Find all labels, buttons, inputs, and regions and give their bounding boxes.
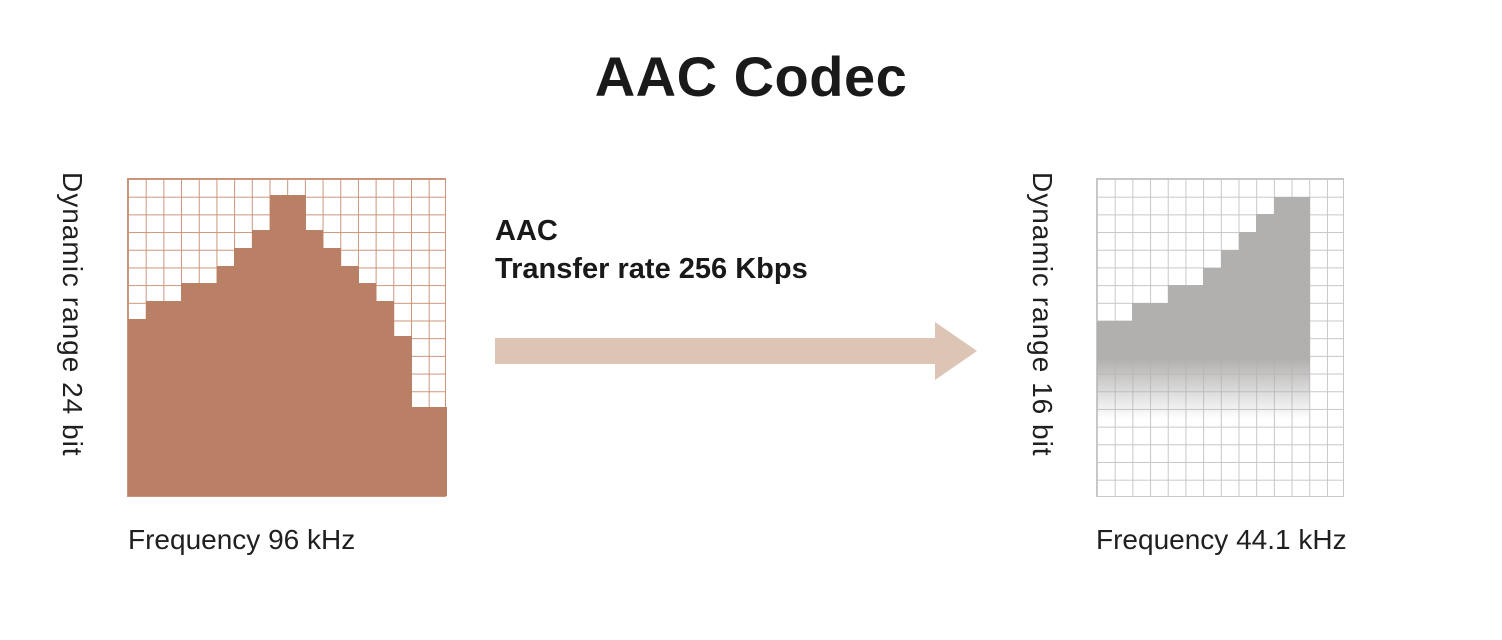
shape-column [145, 300, 164, 496]
shape-column [128, 318, 147, 496]
shape-column [163, 300, 182, 496]
arrow-head [935, 322, 977, 380]
shape-column [181, 283, 200, 496]
spectrum-shape [1097, 179, 1343, 496]
shape-column [1097, 320, 1116, 419]
shape-column [1132, 302, 1151, 419]
shape-column [1150, 302, 1169, 419]
shape-column [358, 283, 377, 496]
shape-column [269, 194, 288, 496]
right-y-axis-label: Dynamic range 16 bit [1027, 172, 1058, 457]
right-frequency-grid [1096, 178, 1344, 497]
shape-column [1185, 285, 1204, 419]
arrow-body [495, 338, 936, 364]
codec-name: AAC [495, 215, 558, 247]
shape-column [287, 194, 306, 496]
shape-column [1220, 249, 1240, 419]
codec-caption: AAC Transfer rate 256 Kbps [495, 212, 808, 289]
shape-column [1256, 214, 1275, 419]
shape-column [1274, 196, 1293, 419]
left-y-axis-label: Dynamic range 24 bit [57, 172, 88, 457]
shape-column [393, 336, 412, 496]
diagram-title: AAC Codec [594, 45, 908, 108]
shape-column [1167, 285, 1187, 419]
shape-column [1114, 320, 1133, 419]
shape-column [216, 265, 235, 496]
shape-column [1291, 196, 1310, 419]
shape-column [198, 283, 218, 496]
shape-column [251, 230, 271, 496]
shape-column [305, 230, 324, 496]
shape-column [234, 247, 253, 496]
left-frequency-grid [127, 178, 448, 497]
shape-column [1203, 267, 1222, 419]
shape-column [411, 407, 430, 496]
codec-transfer-rate: Transfer rate 256 Kbps [495, 253, 808, 286]
spectrum-shape [128, 179, 448, 496]
shape-column [428, 407, 448, 496]
shape-column [375, 300, 395, 496]
right-x-axis-label: Frequency 44.1 kHz [1096, 524, 1347, 555]
transfer-arrow-icon [495, 322, 977, 380]
shape-column [340, 265, 359, 496]
left-x-axis-label: Frequency 96 kHz [128, 524, 356, 555]
shape-column [1238, 232, 1257, 419]
shape-column [322, 247, 341, 496]
